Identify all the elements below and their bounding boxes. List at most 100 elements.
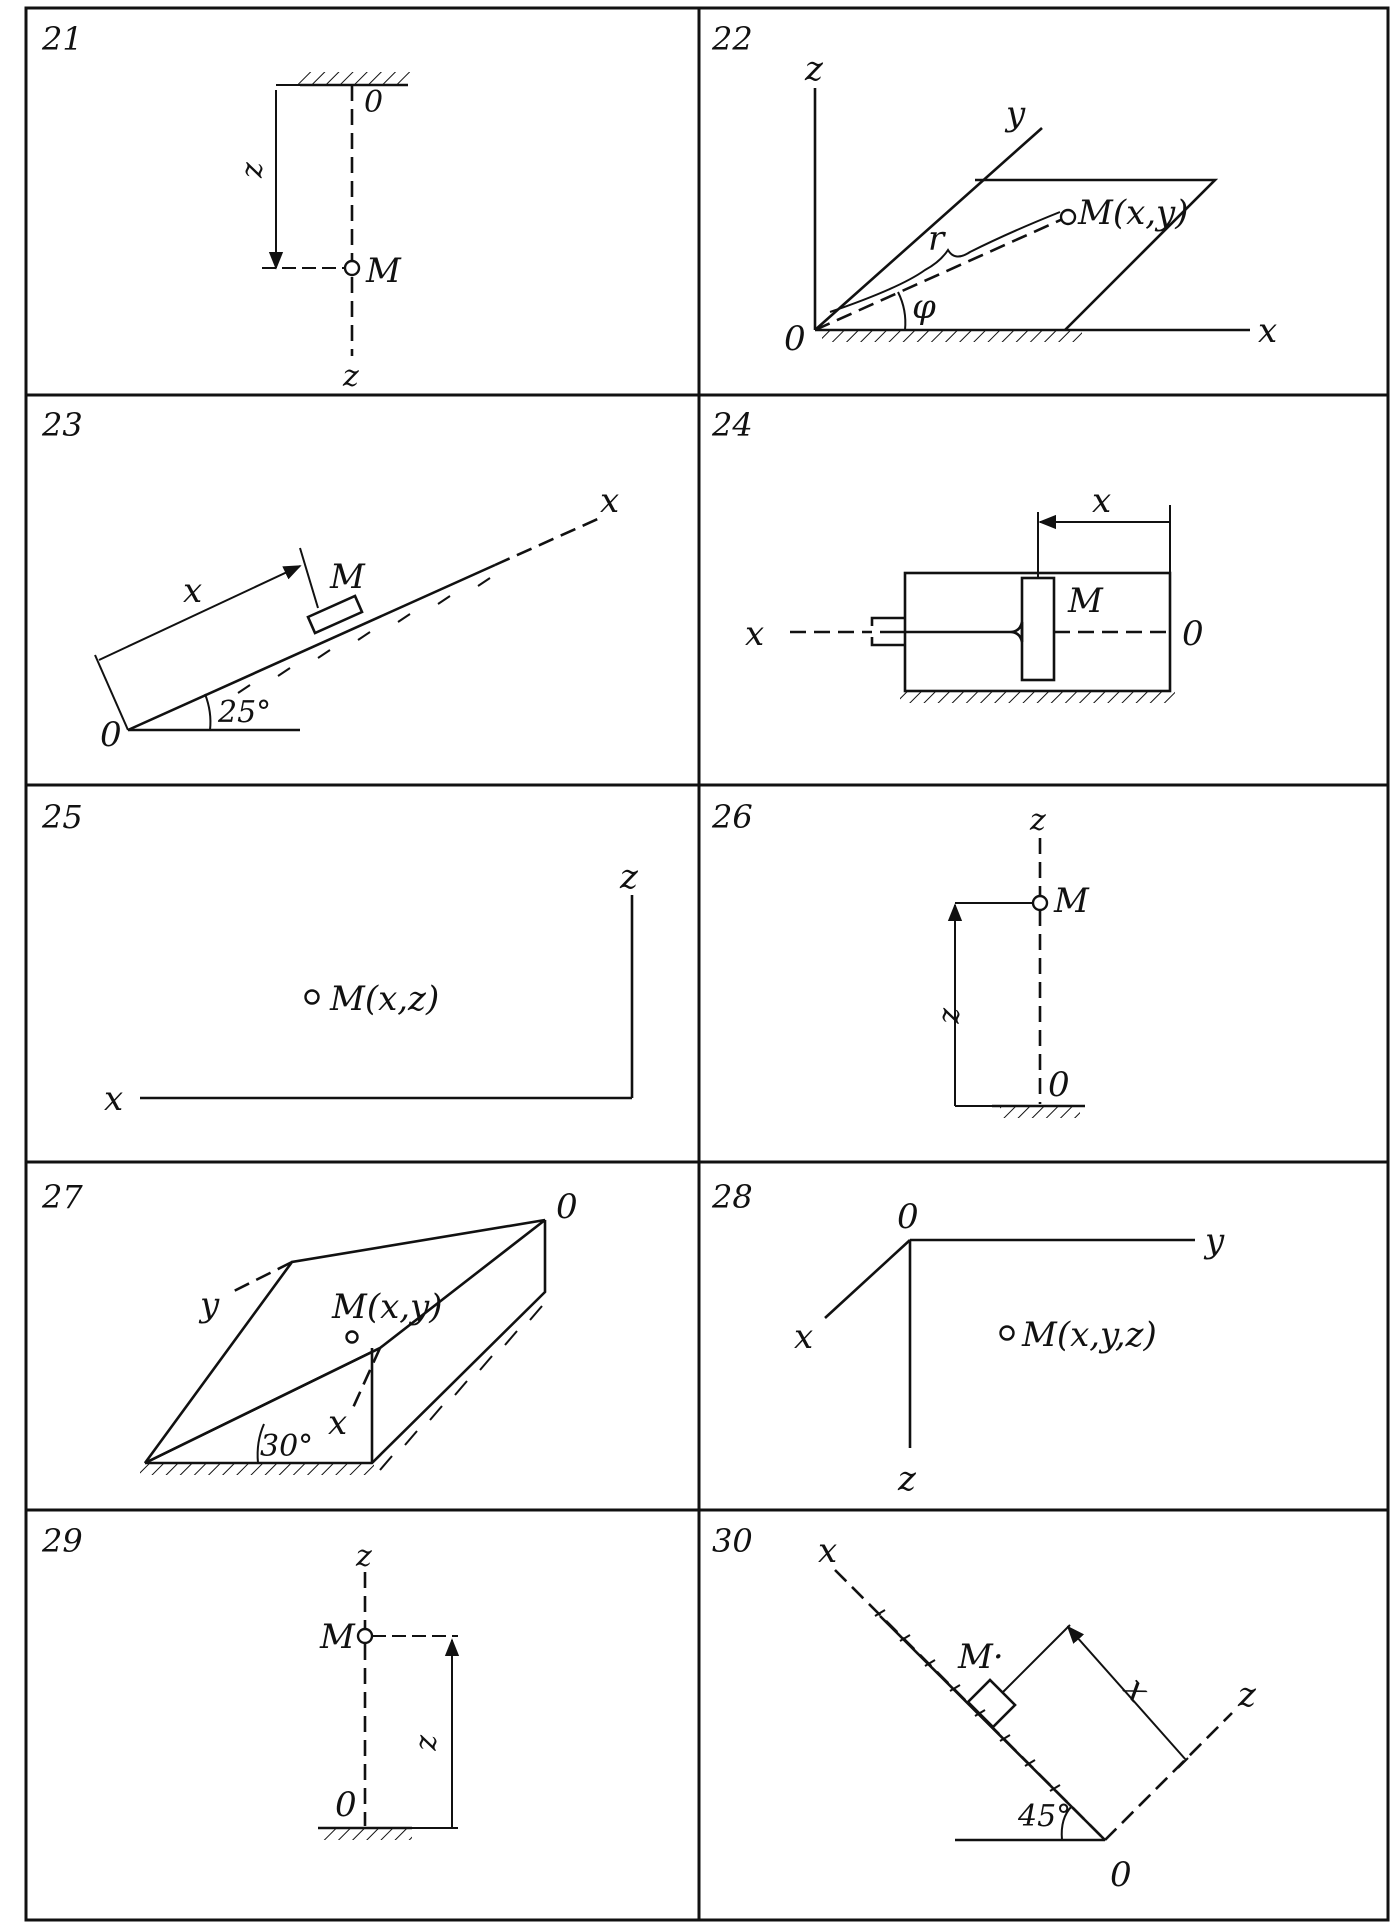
side-hatch xyxy=(379,1305,543,1471)
piston-m xyxy=(1020,576,1056,682)
panel-number: 28 xyxy=(711,1178,753,1216)
panel-23: 23 x x M 0 25° xyxy=(41,406,619,755)
x-axis xyxy=(824,1239,911,1319)
panel-number: 23 xyxy=(41,406,83,444)
x-axis-label: x xyxy=(745,614,764,654)
origin-label: 0 xyxy=(100,715,122,755)
wedge-slope-edge xyxy=(144,1346,381,1465)
point-label: M xyxy=(319,1617,356,1657)
point-label: M xyxy=(1067,581,1104,621)
panel-number: 22 xyxy=(711,20,753,58)
angle-arc xyxy=(897,291,907,331)
radius-brace xyxy=(829,211,1061,313)
origin-label: 0 xyxy=(335,1785,357,1825)
incline-hatch xyxy=(237,577,491,694)
z-axis-label: z xyxy=(355,1539,372,1574)
point-m xyxy=(999,1325,1015,1341)
rod-guide xyxy=(870,616,905,647)
panel-number: 25 xyxy=(41,798,83,836)
panel-30: 30 x M· x z 45° 0 xyxy=(712,1522,1257,1895)
angle-label: 45° xyxy=(1017,1799,1071,1834)
point-label: M(x,y) xyxy=(331,1287,443,1327)
z-axis-label: z xyxy=(1237,1675,1257,1715)
angle-label: 30° xyxy=(260,1429,313,1464)
panel-25: 25 z M(x,z) x xyxy=(41,798,639,1119)
panel-number: 26 xyxy=(711,798,753,836)
origin-label: 0 xyxy=(556,1187,578,1227)
block-m xyxy=(966,1678,1017,1729)
panel-21: 21 0 M z z xyxy=(41,20,410,394)
ground-hatch xyxy=(322,1828,412,1840)
coordinate-arrow xyxy=(1066,1625,1187,1761)
coord-label: z xyxy=(235,162,270,179)
origin-label: 0 xyxy=(1182,614,1204,654)
point-label: M xyxy=(365,251,402,291)
x-axis-line xyxy=(350,1347,382,1411)
z-axis-label: z xyxy=(897,1459,917,1499)
coord-label: x xyxy=(183,571,202,611)
angle-label: 25° xyxy=(217,695,271,730)
axis-label: z xyxy=(342,359,359,394)
ground-hatch xyxy=(1000,1106,1080,1118)
x-axis-label: x xyxy=(104,1079,123,1119)
point-label: M(x,y,z) xyxy=(1021,1315,1157,1355)
origin-label: 0 xyxy=(364,85,383,120)
measure-extension-block xyxy=(299,547,319,609)
piston-rod xyxy=(880,621,1024,643)
coord-label: z xyxy=(412,1734,447,1751)
z-axis-label: z xyxy=(804,49,824,89)
panel-22: 22 z y x 0 M(x,y) r φ xyxy=(711,20,1277,359)
panel-26: 26 z M z 0 xyxy=(711,798,1090,1118)
origin-label: 0 xyxy=(1110,1855,1132,1895)
point-m xyxy=(356,1627,374,1645)
angle-arc xyxy=(256,1423,265,1464)
origin-label: 0 xyxy=(1048,1065,1070,1105)
radius-line xyxy=(814,216,1066,332)
point-m xyxy=(304,989,320,1005)
panel-number: 24 xyxy=(711,406,753,444)
point-label: M xyxy=(1053,881,1090,921)
panel-24: 24 x M x 0 xyxy=(711,406,1204,703)
ground-hatch xyxy=(822,330,1082,342)
point-m xyxy=(343,259,361,277)
ground-hatch xyxy=(900,691,1175,703)
panel-number: 21 xyxy=(41,20,83,58)
x-axis-label: x xyxy=(328,1403,347,1443)
x-axis-label: x xyxy=(600,481,619,521)
x-axis-label: x xyxy=(818,1531,837,1571)
point-label: M(x,z) xyxy=(329,979,439,1019)
measure-extension-origin xyxy=(94,654,129,731)
angle-label: φ xyxy=(912,287,936,327)
panel-number: 27 xyxy=(41,1178,83,1216)
incline-surface xyxy=(127,563,496,732)
z-axis-label: z xyxy=(619,857,639,897)
y-axis-label: y xyxy=(1004,94,1026,134)
coord-label: x xyxy=(1092,481,1111,521)
block-m xyxy=(306,594,364,635)
measure-extension-block xyxy=(1002,1624,1071,1693)
point-label: M xyxy=(329,557,366,597)
point-m xyxy=(345,1330,359,1344)
point-label: M(x,y) xyxy=(1077,193,1189,233)
coord-label: z xyxy=(935,1007,970,1024)
coordinate-arrow xyxy=(98,565,302,661)
grid-frame xyxy=(24,6,1390,1922)
origin-label: 0 xyxy=(784,319,806,359)
panel-number: 30 xyxy=(712,1522,753,1560)
point-m xyxy=(1059,208,1077,226)
angle-arc xyxy=(204,693,212,731)
panel-29: 29 z M z 0 xyxy=(41,1522,460,1840)
ceiling-support xyxy=(298,72,410,87)
x-axis-label: x xyxy=(794,1317,813,1357)
point-label: M· xyxy=(957,1637,1004,1677)
plane-outline xyxy=(975,178,1219,331)
ground-hatch xyxy=(140,1463,374,1475)
origin-label: 0 xyxy=(897,1197,919,1237)
point-m xyxy=(1031,894,1049,912)
x-axis-line xyxy=(494,516,601,567)
panel-number: 29 xyxy=(41,1522,83,1560)
radius-label: r xyxy=(928,219,946,259)
x-axis-label: x xyxy=(1258,311,1277,351)
angle-arc xyxy=(1060,1805,1073,1841)
